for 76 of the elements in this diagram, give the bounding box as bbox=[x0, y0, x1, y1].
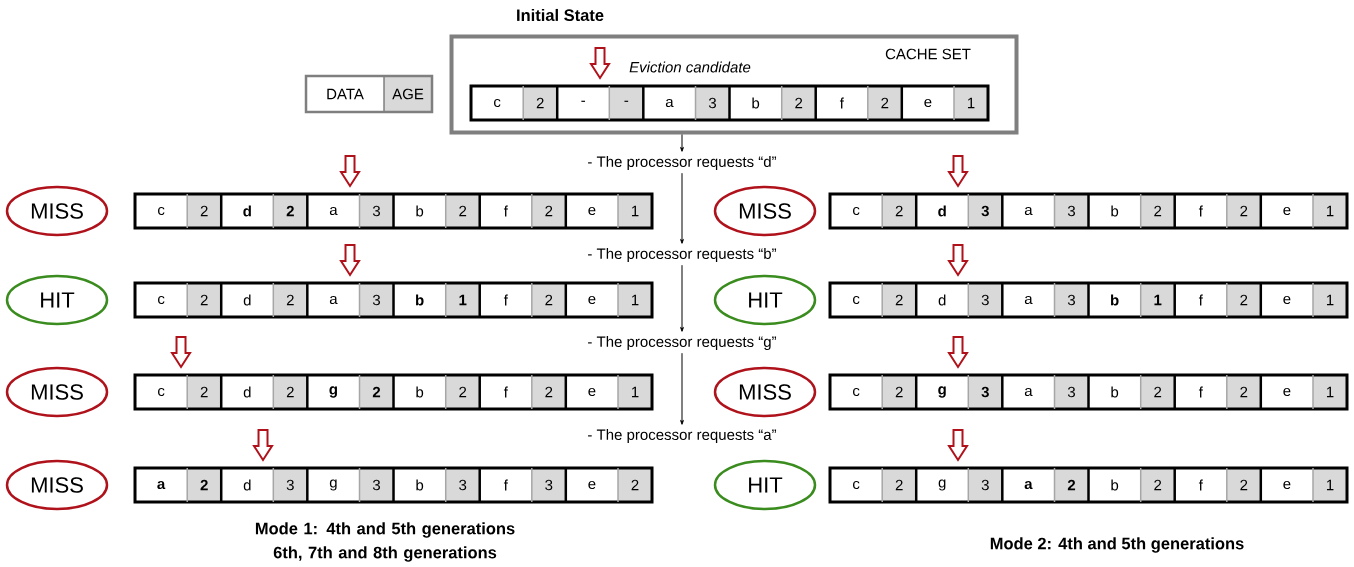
data-cell: b bbox=[416, 205, 424, 217]
data-cell: b bbox=[416, 479, 424, 491]
pointer-arrow bbox=[947, 155, 969, 188]
data-cell: b bbox=[1111, 386, 1119, 398]
data-cell: f bbox=[503, 479, 508, 491]
data-cell: a bbox=[1024, 480, 1033, 490]
data-cell: f bbox=[503, 386, 508, 398]
data-cell: d bbox=[938, 294, 946, 306]
data-cell: f bbox=[503, 205, 508, 217]
data-cell: c bbox=[853, 206, 860, 216]
arrow bbox=[680, 172, 684, 244]
data-cell: g bbox=[938, 386, 946, 398]
key-box: DATA AGE bbox=[304, 74, 434, 114]
pointer-arrow bbox=[170, 336, 192, 369]
data-cell: f bbox=[1198, 386, 1203, 398]
data-cell: c bbox=[853, 295, 860, 305]
data-cell: e bbox=[588, 387, 596, 397]
data-cell: a bbox=[329, 206, 338, 216]
mode-caption: Mode 1: 4th and 5th generations 6th, 7th and 8th generations bbox=[255, 522, 515, 562]
data-cell: f bbox=[1198, 205, 1203, 217]
pointer-arrow bbox=[339, 244, 361, 277]
data-cell: e bbox=[1283, 387, 1291, 397]
data-cell: e bbox=[1283, 295, 1291, 305]
data-cell: b bbox=[416, 386, 424, 398]
data-cell: c bbox=[158, 206, 165, 216]
pointer-arrow bbox=[947, 244, 969, 277]
data-cell: d bbox=[938, 205, 946, 217]
request-text: - The processor requests “d” bbox=[588, 156, 777, 170]
data-cell: f bbox=[1198, 294, 1203, 306]
frame-title: CACHE SET bbox=[885, 48, 971, 60]
pointer-arrow bbox=[947, 429, 969, 462]
request-text: - The processor requests “a” bbox=[588, 429, 777, 443]
request-text: - The processor requests “g” bbox=[588, 336, 777, 350]
data-cell: d bbox=[243, 479, 251, 491]
mode-caption: Mode 2: 4th and 5th generations bbox=[990, 537, 1244, 553]
pointer-arrow bbox=[339, 155, 361, 188]
data-cell: e bbox=[588, 480, 596, 490]
data-cell: a bbox=[329, 295, 338, 305]
pointer-arrow bbox=[947, 336, 969, 369]
data-cell: c bbox=[853, 480, 860, 490]
data-cell: f bbox=[503, 294, 508, 306]
data-cell: c bbox=[853, 387, 860, 397]
data-cell: - bbox=[581, 100, 586, 102]
data-cell: a bbox=[665, 98, 674, 108]
data-cell: g bbox=[329, 479, 337, 491]
data-cell: f bbox=[1198, 479, 1203, 491]
pointer-arrow bbox=[252, 429, 274, 462]
data-cell: e bbox=[588, 206, 596, 216]
data-cell: g bbox=[329, 386, 337, 398]
data-cell: a bbox=[157, 480, 166, 490]
data-cell: c bbox=[158, 387, 165, 397]
data-cell: b bbox=[1111, 479, 1119, 491]
data-cell: a bbox=[1024, 295, 1033, 305]
heading: Initial State bbox=[517, 8, 604, 22]
arrow bbox=[680, 134, 684, 152]
request-text: - The processor requests “b” bbox=[588, 248, 777, 262]
data-cell: f bbox=[839, 97, 844, 109]
data-cell: g bbox=[938, 479, 946, 491]
data-cell: c bbox=[494, 98, 501, 108]
data-cell: b bbox=[1111, 205, 1119, 217]
data-cell: a bbox=[1024, 206, 1033, 216]
data-cell: c bbox=[158, 295, 165, 305]
data-cell: e bbox=[924, 98, 932, 108]
arrow bbox=[680, 352, 684, 425]
data-cell: a bbox=[1024, 387, 1033, 397]
data-cell: e bbox=[1283, 480, 1291, 490]
data-cell: d bbox=[243, 386, 251, 398]
arrow bbox=[680, 264, 684, 332]
data-cell: d bbox=[243, 294, 251, 306]
data-cell: b bbox=[1111, 294, 1119, 306]
data-cell: e bbox=[1283, 206, 1291, 216]
data-cell: d bbox=[243, 205, 251, 217]
pointer-arrow bbox=[589, 47, 611, 80]
data-cell: b bbox=[416, 294, 424, 306]
data-cell: b bbox=[752, 97, 760, 109]
data-cell: e bbox=[588, 295, 596, 305]
